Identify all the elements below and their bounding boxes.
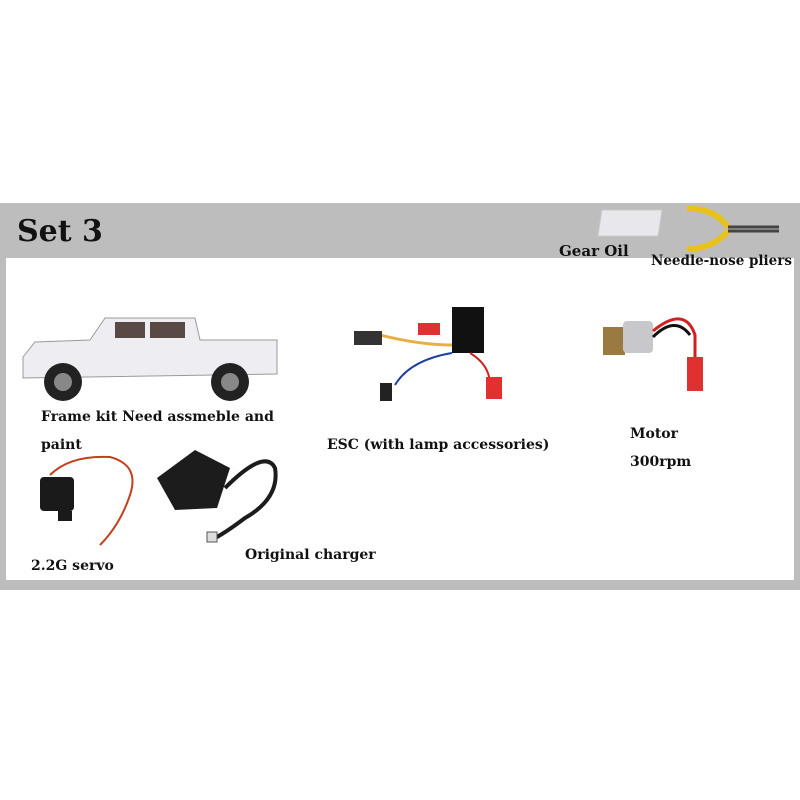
charger-image	[157, 450, 278, 543]
charger-label: Original charger	[245, 547, 376, 563]
esc-label: ESC (with lamp accessories)	[327, 437, 550, 453]
truck-image	[22, 317, 278, 401]
pliers-image	[686, 205, 779, 252]
motor-label-line2: 300rpm	[630, 454, 692, 470]
servo-image	[40, 455, 134, 546]
gear-oil-image	[597, 209, 663, 237]
set-content-area	[6, 258, 794, 580]
pliers-label: Needle-nose pliers	[651, 253, 792, 269]
servo-label: 2.2G servo	[31, 558, 114, 574]
motor-label-line1: Motor	[630, 426, 679, 442]
motor-image	[603, 317, 703, 391]
frame-kit-label-line1: Frame kit Need assmeble and	[41, 409, 274, 425]
set-title: Set 3	[17, 214, 103, 249]
esc-image	[354, 307, 502, 401]
gear-oil-label: Gear Oil	[559, 242, 629, 260]
frame-kit-label-line2: paint	[41, 437, 82, 453]
